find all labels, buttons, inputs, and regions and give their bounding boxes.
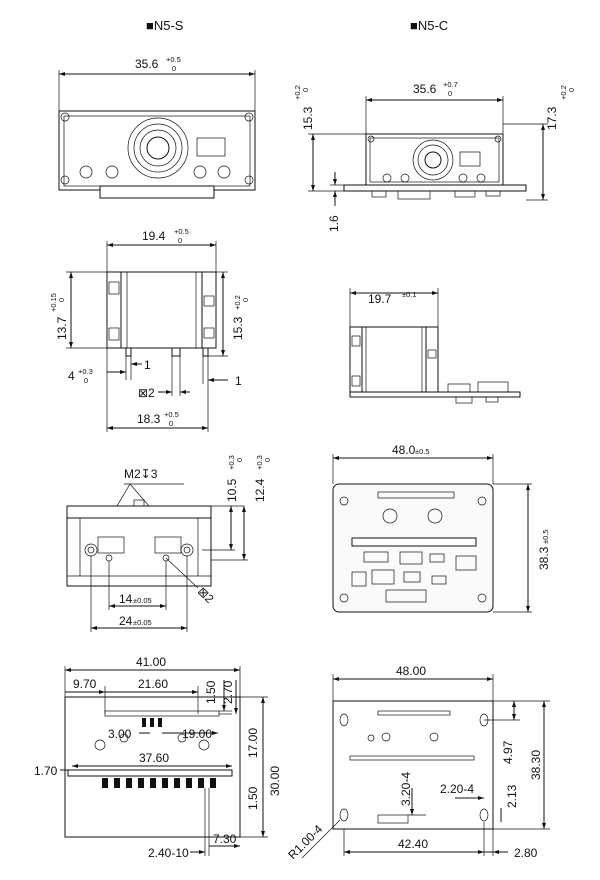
n5s-mount-height-1-tol-lower: 0	[235, 458, 244, 462]
fp-c-width: 48.00	[396, 664, 426, 678]
pitch-24-tol: ±0.05	[133, 618, 152, 627]
fp-s-d170: 1.70	[34, 764, 58, 778]
n5s-side-view: 19.4 +0.5 0 13.7 +0.15 0 15.3 +0.2 0	[49, 227, 250, 432]
n5c-width-tol-upper: +0.7	[443, 80, 458, 89]
n5c-height-left-tol-upper: +0.2	[293, 85, 302, 100]
n5c-width-dim: 35.6	[413, 82, 437, 96]
n5c-side-width-tol: ±0.1	[402, 290, 417, 299]
n5c-side-width-dim: 19.7	[368, 292, 392, 306]
fp-s-d1900: 19.00	[182, 727, 212, 741]
n5s-foot-right-dim: 1	[235, 374, 242, 388]
pitch-14-dim: 14	[119, 592, 133, 606]
fp-s-d2160: 21.60	[138, 677, 168, 691]
n5s-side-width-dim: 19.4	[142, 229, 166, 243]
fp-c-d3830: 38.30	[529, 750, 543, 780]
n5c-pcb-height-dim: 38.3	[537, 546, 551, 570]
fp-c-d220: 2.20-4	[440, 782, 474, 796]
n5s-side-total-dim: 18.3	[137, 412, 161, 426]
n5s-mount-height-2-tol-lower: 0	[263, 458, 272, 462]
fp-s-d1700: 17.00	[246, 728, 260, 758]
n5s-bottom-view: M2↧3 10.5 +0.3 0 12.4 +0.3 0 ⊠2	[66, 455, 272, 632]
fp-c-d320: 3.20-4	[399, 772, 413, 806]
fp-s-d150a: 1.50	[204, 680, 218, 704]
n5s-mount-height-2: 12.4	[253, 478, 267, 502]
n5c-pcb-width-dim: 48.0	[392, 443, 416, 457]
heading-n5-c: ■N5-C	[410, 18, 448, 33]
n5c-height-left-dim: 15.3	[301, 106, 315, 130]
n5s-width-tol-upper: +0.5	[166, 55, 181, 64]
fp-s-d730: 7.30	[213, 832, 237, 846]
n5s-mount-height-2-tol-upper: +0.3	[255, 455, 264, 470]
n5s-width-dim: 35.6	[135, 57, 159, 71]
n5s-side-height-left-dim: 13.7	[55, 316, 69, 340]
n5s-side-total-tol-lower: 0	[169, 419, 173, 428]
n5c-pcb-thickness-dim: 1.6	[327, 215, 341, 232]
fp-c-r100: R1.00-4	[285, 822, 325, 862]
n5c-side-view: 19.7 ±0.1	[349, 288, 521, 404]
screw-label: M2↧3	[124, 467, 158, 481]
n5s-side-height-right-dim: 15.3	[231, 316, 245, 340]
n5c-height-right-tol-lower: 0	[567, 88, 576, 92]
n5c-pcb-height-tol: ±0.5	[541, 529, 550, 544]
fp-s-d3760: 37.60	[139, 751, 169, 765]
n5c-height-left-tol-lower: 0	[301, 88, 310, 92]
n5s-offset-tol-upper: +0.3	[78, 367, 93, 376]
n5s-offset-dim: 4	[68, 369, 75, 383]
fp-s-d270: 2.70	[221, 680, 235, 704]
fp-c-d497: 4.97	[501, 740, 515, 764]
n5s-side-total-tol-upper: +0.5	[164, 410, 179, 419]
n5s-square-pin-dim: ⊠2	[138, 386, 155, 400]
fp-s-d240: 2.40-10	[148, 846, 189, 860]
n5s-offset-tol-lower: 0	[84, 376, 88, 385]
n5c-footprint: 48.00 38.30 4.97 3.20-4 2.20-4 2.13 R1.0	[285, 664, 550, 862]
fp-s-width: 41.00	[136, 655, 166, 669]
fp-s-d970: 9.70	[73, 677, 97, 691]
n5s-side-height-left-tol-upper: +0.15	[49, 293, 58, 312]
n5c-height-right-tol-upper: +0.2	[559, 85, 568, 100]
n5s-side-height-right-tol-upper: +0.2	[233, 295, 242, 310]
n5s-side-height-left-tol-lower: 0	[57, 298, 66, 302]
n5c-width-tol-lower: 0	[448, 89, 452, 98]
n5c-pcb-width-tol: ±0.5	[415, 447, 430, 456]
fp-s-pin-row	[102, 778, 216, 788]
n5s-foot-left-dim: 1	[144, 358, 151, 372]
n5s-footprint: 41.00 9.70 21.60 1.50 2.70 3.00 19.00 17…	[34, 655, 282, 860]
n5s-mount-height-1-tol-upper: +0.3	[227, 455, 236, 470]
n5c-pcb-top-view: 48.0 ±0.5 38.3 ±0.5	[332, 443, 551, 613]
fp-s-d150b: 1.50	[246, 786, 260, 810]
pitch-24-dim: 24	[119, 614, 133, 628]
fp-s-d300: 3.00	[108, 727, 132, 741]
fp-c-d4240: 42.40	[398, 837, 428, 851]
pitch-14-tol: ±0.05	[133, 596, 152, 605]
heading-n5-s: ■N5-S	[146, 18, 184, 33]
fp-c-d213: 2.13	[505, 784, 519, 808]
fp-s-d3000: 30.00	[268, 766, 282, 796]
n5s-width-tol-lower: 0	[172, 64, 176, 73]
n5s-front-view: 35.6 +0.5 0	[58, 55, 256, 199]
fp-c-d280: 2.80	[514, 846, 538, 860]
n5s-mount-height-1: 10.5	[225, 478, 239, 502]
n5s-pin-size: ⊠2	[195, 584, 217, 606]
n5c-height-right-dim: 17.3	[545, 106, 559, 130]
n5c-front-view: 35.6 +0.7 0 15.3 +0.2 0 17.3 +0.2 0	[293, 80, 576, 232]
n5s-side-height-right-tol-lower: 0	[241, 298, 250, 302]
n5s-side-width-tol-lower: 0	[178, 236, 182, 245]
n5s-side-width-tol-upper: +0.5	[174, 227, 189, 236]
